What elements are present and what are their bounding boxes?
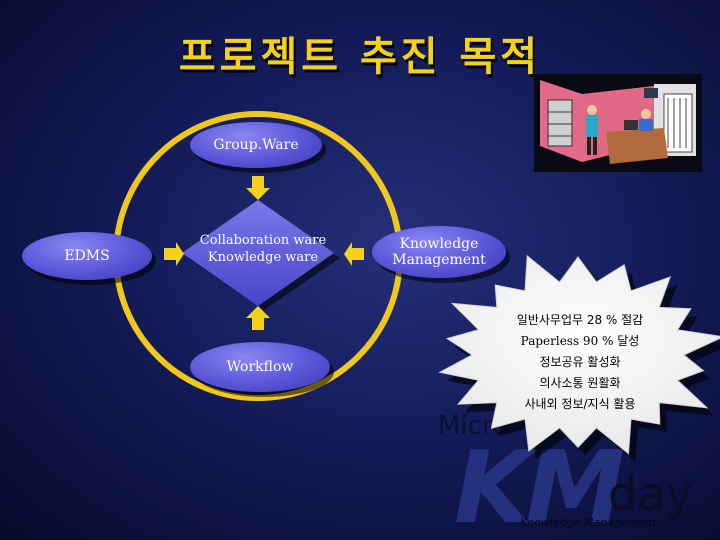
arrow-down bbox=[246, 176, 270, 200]
node-groupware-label: Group.Ware bbox=[213, 137, 299, 153]
callout-text: 일반사무업무 28 % 절감 Paperless 90 % 달성 정보공유 활성… bbox=[480, 310, 680, 415]
node-km-line1: Knowledge bbox=[399, 236, 479, 252]
arrow-left bbox=[344, 242, 364, 266]
node-km-label: Knowledge Management bbox=[392, 236, 486, 268]
office-clipart bbox=[534, 74, 702, 172]
arrow-up bbox=[246, 306, 270, 330]
callout-line: 사내외 정보/지식 활용 bbox=[524, 397, 636, 411]
node-workflow-label: Workflow bbox=[226, 359, 294, 375]
node-edms-label: EDMS bbox=[64, 248, 110, 264]
node-groupware: Group.Ware bbox=[190, 122, 322, 168]
starburst-shape bbox=[438, 254, 720, 455]
arrow-right bbox=[164, 242, 184, 266]
node-collaboration: Collaboration ware Knowledge ware bbox=[188, 232, 338, 266]
callout-line: 의사소통 원활화 bbox=[539, 376, 621, 390]
node-collab-line1: Collaboration ware bbox=[199, 233, 327, 248]
callout-line: Paperless 90 % 달성 bbox=[520, 334, 640, 348]
starburst-callout bbox=[438, 254, 720, 462]
callout-line: 정보공유 활성화 bbox=[539, 355, 621, 369]
node-knowledge-management: Knowledge Management bbox=[372, 226, 506, 278]
node-workflow: Workflow bbox=[190, 342, 330, 392]
node-collab-line2: Knowledge ware bbox=[207, 250, 319, 265]
watermark-day: day bbox=[608, 467, 693, 521]
watermark-tagline: Knowledge Management bbox=[520, 516, 657, 529]
node-edms: EDMS bbox=[22, 232, 152, 280]
node-km-line2: Management bbox=[392, 252, 486, 268]
center-diamond bbox=[182, 200, 334, 306]
callout-line: 일반사무업무 28 % 절감 bbox=[516, 313, 644, 327]
page-title: 프로젝트 추진 목적 bbox=[178, 34, 542, 80]
